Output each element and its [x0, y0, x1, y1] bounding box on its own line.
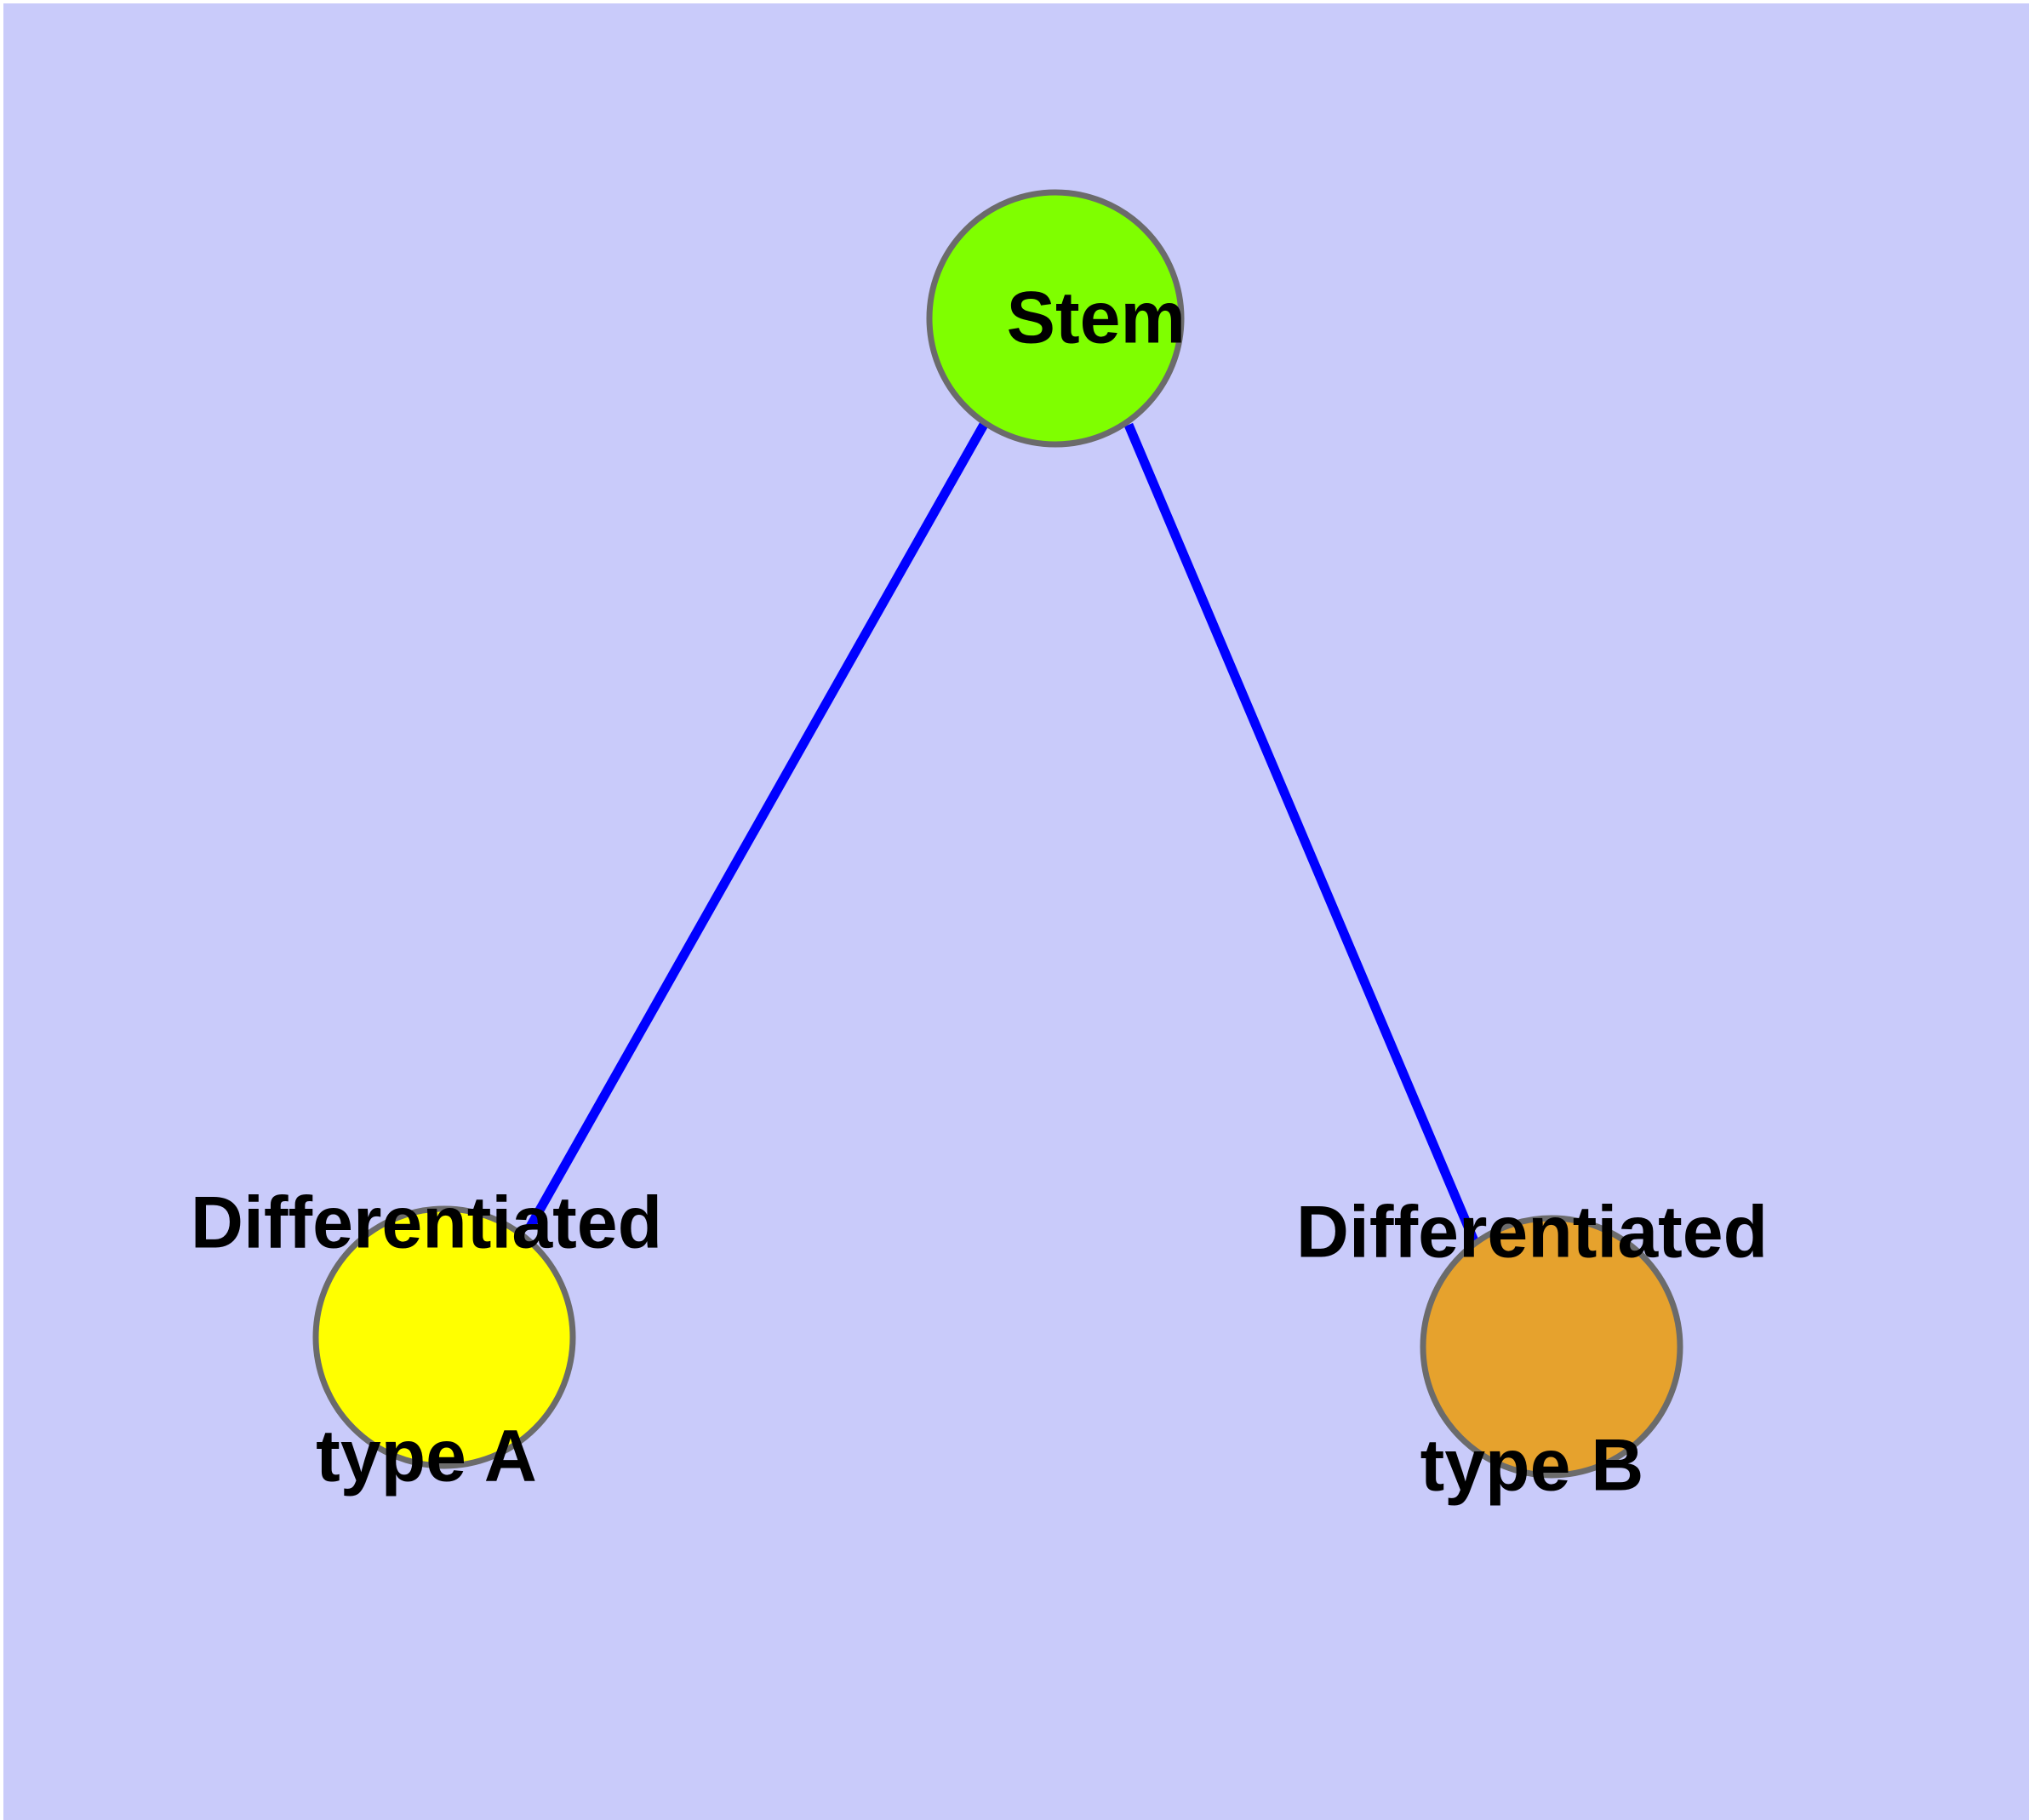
- node-diff-type-a[interactable]: [312, 1205, 576, 1469]
- node-stem[interactable]: [926, 189, 1185, 448]
- node-diff-type-b[interactable]: [1420, 1215, 1683, 1479]
- edge-stem-to-type-a[interactable]: [526, 421, 989, 1229]
- node-layer: [312, 189, 1683, 1479]
- edge-stem-to-type-b[interactable]: [1123, 422, 1480, 1245]
- edge-layer: [526, 421, 1480, 1245]
- graph-svg: [312, 189, 1683, 1479]
